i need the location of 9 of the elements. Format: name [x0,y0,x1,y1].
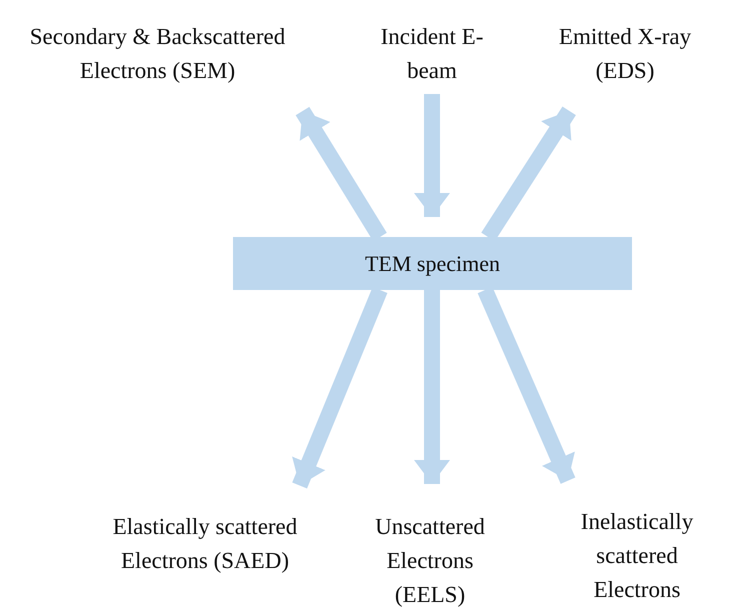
arrow [414,290,450,484]
label-text: Inelastically scattered Electrons [562,505,712,607]
label-text: Elastically scattered Electrons (SAED) [70,510,340,578]
arrow [414,94,450,217]
label-text: Emitted X-ray (EDS) [540,20,710,88]
specimen-box: TEM specimen [233,237,632,290]
label-text: Unscattered Electrons (EELS) [355,510,505,612]
label-text: Secondary & Backscattered Electrons (SEM) [5,20,310,88]
label-text: Incident E- beam [362,20,502,88]
